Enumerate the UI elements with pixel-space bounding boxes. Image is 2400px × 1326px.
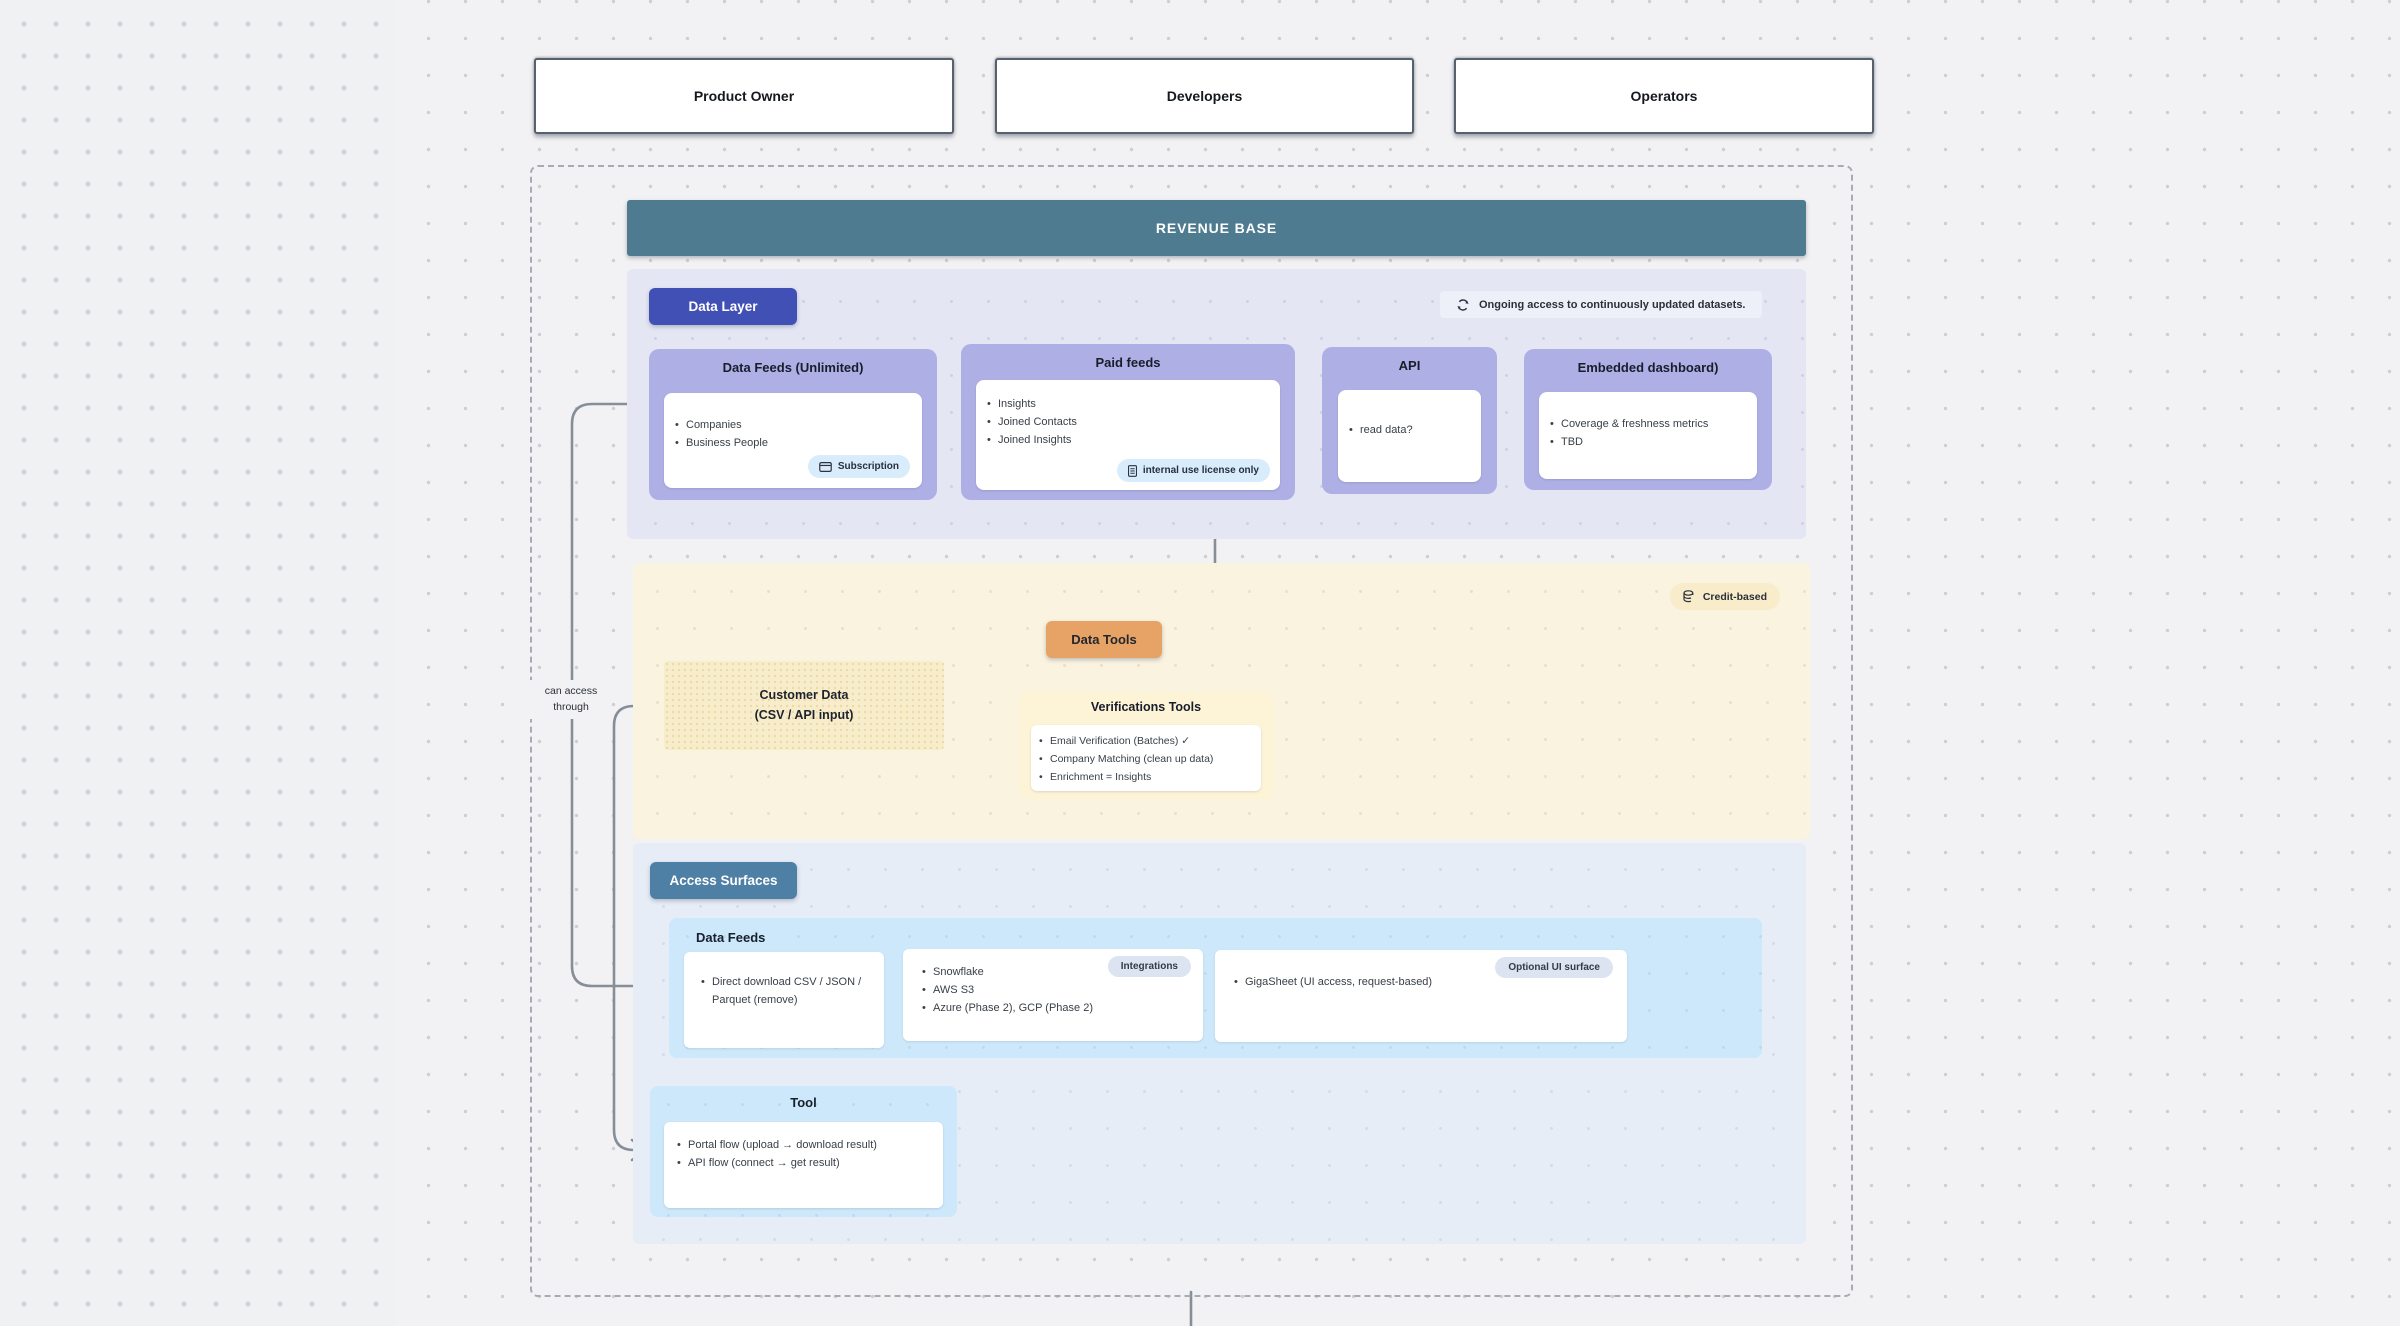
revenue-base-bar[interactable]: REVENUE BASE: [627, 200, 1806, 256]
card-embedded-dashboard[interactable]: Embedded dashboard) Coverage & freshness…: [1524, 349, 1772, 490]
actor-operators[interactable]: Operators: [1454, 58, 1874, 134]
card-data-feeds-unlimited[interactable]: Data Feeds (Unlimited) Companies Busines…: [649, 349, 937, 500]
direct-download-box[interactable]: Direct download CSV / JSON / Parquet (re…: [684, 952, 884, 1048]
card-body: Companies Business People Subscription: [664, 393, 922, 488]
list-item: Azure (Phase 2), GCP (Phase 2): [922, 1000, 1193, 1018]
revenue-base-frame[interactable]: [530, 165, 1853, 1297]
subscription-badge-label: Subscription: [837, 461, 899, 472]
verifications-body: Email Verification (Batches) ✓ Company M…: [1031, 725, 1261, 791]
optional-ui-surface-badge[interactable]: Optional UI surface: [1495, 957, 1613, 978]
list-item: Direct download CSV / JSON / Parquet (re…: [701, 974, 872, 1010]
refresh-icon: [1457, 298, 1469, 311]
access-surfaces-badge[interactable]: Access Surfaces: [650, 862, 797, 899]
data-tools-section[interactable]: Credit-based Data Tools Customer Data (C…: [633, 563, 1810, 839]
card-paid-feeds[interactable]: Paid feeds Insights Joined Contacts Join…: [961, 344, 1295, 500]
list-item: GigaSheet (UI access, request-based): [1234, 974, 1617, 992]
tool-box[interactable]: Tool Portal flow (upload → download resu…: [650, 1086, 957, 1217]
actor-label: Product Owner: [693, 88, 795, 104]
access-surfaces-badge-label: Access Surfaces: [669, 873, 778, 888]
actor-product-owner[interactable]: Product Owner: [534, 58, 954, 134]
credit-based-badge-label: Credit-based: [1702, 590, 1767, 603]
card-body: Coverage & freshness metrics TBD: [1539, 392, 1757, 479]
list-item: Email Verification (Batches) ✓: [1039, 732, 1255, 750]
verifications-title: Verifications Tools: [1090, 700, 1202, 714]
tool-title: Tool: [790, 1095, 817, 1110]
ongoing-access-note[interactable]: Ongoing access to continuously updated d…: [1440, 291, 1762, 318]
integrations-box[interactable]: Integrations Snowflake AWS S3 Azure (Pha…: [903, 949, 1203, 1041]
data-feeds-heading: Data Feeds: [696, 930, 766, 945]
card-api[interactable]: API read data?: [1322, 347, 1497, 494]
card-title: Paid feeds: [1095, 355, 1161, 370]
data-layer-badge-label: Data Layer: [688, 299, 758, 314]
access-surfaces-section[interactable]: Access Surfaces Data Feeds Direct downlo…: [633, 843, 1806, 1244]
list-item: Coverage & freshness metrics: [1550, 416, 1747, 434]
list-item: Business People: [675, 435, 912, 453]
card-title: Embedded dashboard): [1577, 360, 1719, 375]
card-body: read data?: [1338, 390, 1481, 482]
card-title: API: [1398, 358, 1421, 373]
credit-based-badge[interactable]: Credit-based: [1669, 583, 1780, 610]
coins-icon: [1683, 590, 1694, 603]
data-tools-badge-label: Data Tools: [1071, 632, 1137, 647]
list-item: Portal flow (upload → download result): [677, 1137, 935, 1155]
credit-card-icon: [819, 461, 832, 472]
list-item: API flow (connect → get result): [677, 1155, 935, 1173]
can-access-through-label[interactable]: can access through: [530, 680, 612, 719]
revenue-base-title: REVENUE BASE: [1155, 220, 1278, 236]
list-item: Company Matching (clean up data): [1039, 750, 1255, 768]
actor-label: Developers: [1166, 88, 1243, 104]
gigasheet-box[interactable]: Optional UI surface GigaSheet (UI access…: [1215, 950, 1627, 1042]
list-item: read data?: [1349, 422, 1471, 440]
card-body: Insights Joined Contacts Joined Insights…: [976, 380, 1280, 490]
data-layer-section[interactable]: Data Layer Ongoing access to continuousl…: [627, 269, 1806, 539]
data-feeds-panel[interactable]: Data Feeds Direct download CSV / JSON / …: [669, 918, 1762, 1058]
subscription-badge[interactable]: Subscription: [807, 455, 910, 478]
list-item: Snowflake: [922, 964, 1193, 982]
actor-label: Operators: [1630, 88, 1698, 104]
list-item: Insights: [987, 396, 1270, 414]
list-item: Enrichment = Insights: [1039, 768, 1255, 786]
can-access-line1: can access: [544, 685, 598, 697]
data-tools-badge[interactable]: Data Tools: [1046, 621, 1162, 658]
data-layer-badge[interactable]: Data Layer: [649, 288, 797, 325]
ongoing-access-note-text: Ongoing access to continuously updated d…: [1479, 298, 1746, 311]
tool-body: Portal flow (upload → download result) A…: [664, 1122, 943, 1208]
list-item: Joined Contacts: [987, 414, 1270, 432]
list-item: Companies: [675, 417, 912, 435]
list-item: TBD: [1550, 434, 1747, 452]
list-item: Joined Insights: [987, 432, 1270, 450]
customer-data-box[interactable]: Customer Data (CSV / API input): [664, 661, 944, 750]
list-item: AWS S3: [922, 982, 1193, 1000]
customer-data-line1: Customer Data: [759, 688, 849, 703]
internal-license-badge-label: internal use license only: [1142, 465, 1259, 476]
optional-ui-surface-badge-label: Optional UI surface: [1508, 962, 1600, 973]
customer-data-line2: (CSV / API input): [754, 707, 854, 722]
actor-developers[interactable]: Developers: [995, 58, 1414, 134]
internal-license-badge[interactable]: internal use license only: [1116, 459, 1270, 482]
verifications-tools-box[interactable]: Verifications Tools Email Verification (…: [1019, 692, 1273, 799]
card-title: Data Feeds (Unlimited): [722, 360, 864, 375]
can-access-line2: through: [553, 701, 589, 714]
license-document-icon: [1127, 464, 1137, 477]
